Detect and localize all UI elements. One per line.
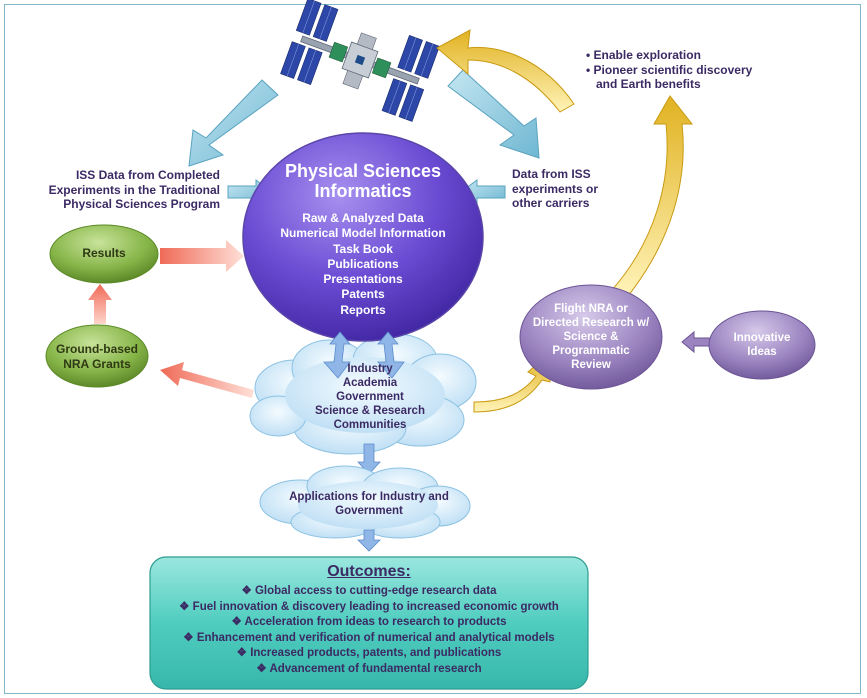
community-cloud <box>249 333 477 455</box>
arrow-iss-to-right <box>447 69 540 159</box>
outcomes-list: Global access to cutting-edge research d… <box>150 584 588 677</box>
benefit-item: • Enable exploration <box>586 48 701 62</box>
outcomes-title: Outcomes: <box>327 563 411 580</box>
hub-item: Presentations <box>323 272 403 287</box>
ideas-node <box>708 310 816 380</box>
hub-item: Patents <box>341 287 385 302</box>
arrow-results-to-hub <box>160 240 244 272</box>
hub-circle <box>242 132 484 342</box>
outcome-item: Acceleration from ideas to research to p… <box>150 615 588 631</box>
grants-label: Ground-based NRA Grants <box>55 342 138 371</box>
outcome-item: Global access to cutting-edge research d… <box>150 584 588 600</box>
hub-item: Task Book <box>333 241 393 256</box>
arrow-iss-to-left <box>188 79 279 167</box>
results-label: Results <box>82 246 126 260</box>
hub-item: Numerical Model Information <box>280 226 446 241</box>
arrow-applications-to-outcomes <box>357 529 381 552</box>
arrow-flight-to-benefits <box>611 95 694 297</box>
iss-station-icon <box>280 0 440 122</box>
results-node <box>49 224 159 284</box>
benefits-list: • Enable exploration • Pioneer scientifi… <box>586 48 786 92</box>
flight-node <box>519 284 663 390</box>
outcome-item: Increased products, patents, and publica… <box>150 646 588 662</box>
grants-node <box>45 324 149 388</box>
applications-cloud <box>259 465 471 539</box>
hub-title: Physical Sciences Informatics <box>284 161 442 201</box>
arrow-benefits-to-iss <box>436 29 575 113</box>
hub-items: Raw & Analyzed Data Numerical Model Info… <box>263 211 463 318</box>
arrow-hub-cloud-right <box>377 331 405 379</box>
right-source-label: Data from ISS experiments or other carri… <box>512 167 599 210</box>
hub-item: Reports <box>340 302 386 317</box>
arrow-community-to-applications <box>357 443 381 475</box>
community-label: Industry Academia Government Science & R… <box>315 363 425 431</box>
arrow-grants-to-results <box>88 284 112 324</box>
outcome-item: Enhancement and verification of numerica… <box>150 631 588 647</box>
diagram-frame <box>4 4 861 694</box>
ideas-label: Innovative Ideas <box>733 332 791 358</box>
hub-item: Publications <box>327 256 399 271</box>
flight-label: Flight NRA or Directed Research w/ Scien… <box>532 303 650 371</box>
benefit-item: • Pioneer scientific discovery <box>586 62 753 77</box>
left-source-label: ISS Data from Completed Experiments in t… <box>48 168 220 211</box>
arrow-community-to-grants <box>160 362 254 398</box>
outcome-item: Advancement of fundamental research <box>150 662 588 678</box>
applications-label: Applications for Industry and Government <box>289 491 449 517</box>
benefit-item: and Earth benefits <box>596 77 701 91</box>
hub-item: Raw & Analyzed Data <box>302 211 424 225</box>
outcome-item: Fuel innovation & discovery leading to i… <box>150 600 588 616</box>
arrow-ideas-to-flight <box>681 330 713 354</box>
arrow-hub-cloud-left <box>323 331 351 379</box>
